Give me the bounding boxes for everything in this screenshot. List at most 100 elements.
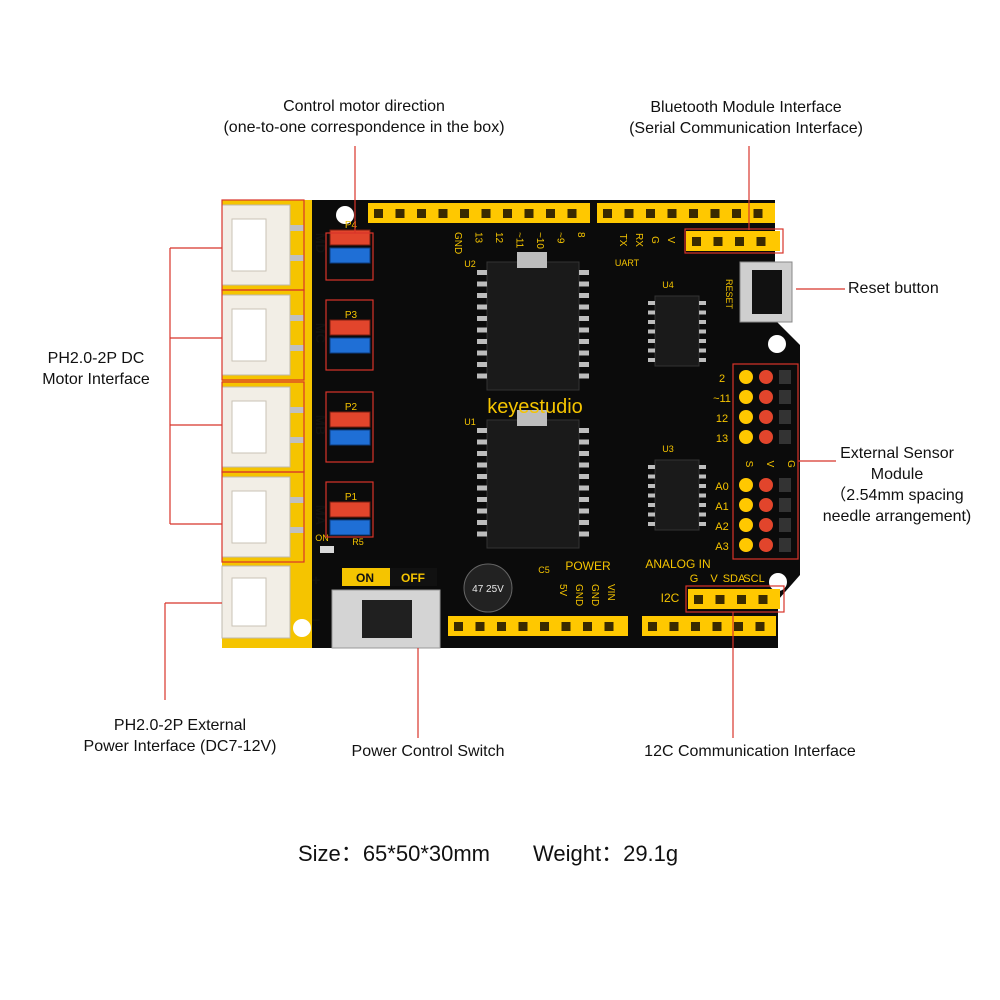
i2c-label: I2C xyxy=(661,591,680,605)
power-pin-label: GND xyxy=(573,584,584,606)
chip-pin xyxy=(579,339,589,344)
chip-pin xyxy=(477,373,487,379)
sensor-pin-black xyxy=(779,538,791,552)
header-hole xyxy=(561,622,571,631)
capacitor-label: 47 25V xyxy=(472,584,504,595)
chip-pin xyxy=(648,503,655,507)
chip-pin xyxy=(699,348,706,353)
chip-pin xyxy=(648,329,655,334)
header-hole xyxy=(546,209,555,218)
sensor-pin-red xyxy=(759,410,773,424)
uart-pin-label: G xyxy=(649,236,660,244)
chip-pin xyxy=(477,281,487,287)
callout-box xyxy=(325,299,374,371)
callout-i2c-line1: 12C Communication Interface xyxy=(644,743,856,760)
callout-motor-direction: Control motor direction (one-to-one corr… xyxy=(196,96,532,138)
motor-connector-socket xyxy=(231,400,267,454)
chip-label: U1 xyxy=(464,417,476,427)
chip-pin xyxy=(579,350,589,356)
sensor-pin-yellow xyxy=(739,370,753,384)
chip-pin xyxy=(477,451,487,456)
callout-sensor-module: External Sensor Module （2.54mm spacing n… xyxy=(806,443,988,527)
header-hole xyxy=(624,209,634,218)
sensor-header-label: G xyxy=(785,460,796,468)
sensor-pin-yellow xyxy=(739,430,753,444)
motor-label: MC xyxy=(313,323,328,344)
driver-chip xyxy=(486,261,580,391)
mounting-hole xyxy=(293,619,311,637)
chip-pin xyxy=(477,520,487,525)
header-hole xyxy=(603,209,612,218)
chip-label: U3 xyxy=(662,444,674,454)
brand-logo: keyestudio xyxy=(487,396,583,418)
i2c-box xyxy=(685,585,785,613)
chip-pin xyxy=(477,462,487,468)
uart-pin-label: V xyxy=(665,237,676,244)
motor-connector-socket xyxy=(231,308,267,362)
chip-pin xyxy=(477,293,487,298)
header-hole xyxy=(692,237,701,246)
header-hole xyxy=(712,622,722,631)
chip-pin xyxy=(579,508,589,514)
sensor-pin-yellow xyxy=(739,498,753,512)
sensor-pin-black xyxy=(779,370,791,384)
sensor-pin-label: A3 xyxy=(715,541,728,553)
chip-pin xyxy=(699,484,706,488)
sensor-pin-red xyxy=(759,518,773,532)
sensor-pin-red xyxy=(759,370,773,384)
chip-pin xyxy=(699,329,706,334)
chip-pin xyxy=(579,520,589,525)
header-hole xyxy=(503,209,512,218)
sensor-pin-yellow xyxy=(739,410,753,424)
chip-pin xyxy=(648,301,655,305)
callout-external-power: PH2.0-2P External Power Interface (DC7-1… xyxy=(60,715,300,757)
callout-power-switch: Power Control Switch xyxy=(328,741,528,762)
weight-value: 29.1g xyxy=(623,841,679,866)
power-pin-label: GND xyxy=(589,584,600,606)
chip-pin xyxy=(477,327,487,333)
switch-off-bg xyxy=(390,568,437,586)
digital-pin-label: 8 xyxy=(575,232,586,238)
header-hole xyxy=(460,209,469,218)
header-hole xyxy=(753,209,763,218)
weight-spec: Weight：29.1g xyxy=(533,836,678,868)
size-spec: Size：65*50*30mm xyxy=(298,836,490,868)
jumper-label: P2 xyxy=(345,402,358,413)
digital-header-2 xyxy=(597,203,775,223)
chip-pin xyxy=(579,281,589,287)
callout-bluetooth: Bluetooth Module Interface (Serial Commu… xyxy=(596,97,896,139)
callout-motor-direction-line2: (one-to-one correspondence in the box) xyxy=(223,119,505,136)
connector-pin xyxy=(290,225,304,231)
chip-pin xyxy=(477,304,487,310)
header-hole xyxy=(497,622,506,631)
header-hole xyxy=(475,622,485,631)
header-hole xyxy=(481,209,491,218)
chip-pin xyxy=(579,439,589,445)
header-hole xyxy=(667,209,677,218)
header-hole xyxy=(755,622,765,631)
callout-sensor-line3: （2.54mm spacing xyxy=(830,487,964,504)
chip-pin xyxy=(699,310,706,315)
analog-in-label: ANALOG IN xyxy=(645,557,710,571)
size-label: Size： xyxy=(298,841,363,866)
chip-pin xyxy=(699,358,706,362)
connector-pin xyxy=(290,407,304,413)
chip-pin xyxy=(699,493,706,498)
header-hole xyxy=(374,209,383,218)
header-hole xyxy=(438,209,448,218)
sensor-pin-label: A1 xyxy=(715,501,728,513)
header-hole xyxy=(713,237,723,246)
i2c-pin-label: SDA xyxy=(723,573,746,585)
chip-pin xyxy=(699,522,706,526)
jumper-label: P4 xyxy=(345,220,358,231)
motor-connector-socket xyxy=(231,490,267,544)
header-hole xyxy=(715,595,725,604)
chip-pin xyxy=(579,485,589,491)
chip-pin xyxy=(699,465,706,469)
chip-pin xyxy=(477,485,487,491)
sensor-pin-red xyxy=(759,498,773,512)
chip-pin xyxy=(648,358,655,362)
callout-box xyxy=(325,481,374,538)
weight-label: Weight： xyxy=(533,841,624,866)
